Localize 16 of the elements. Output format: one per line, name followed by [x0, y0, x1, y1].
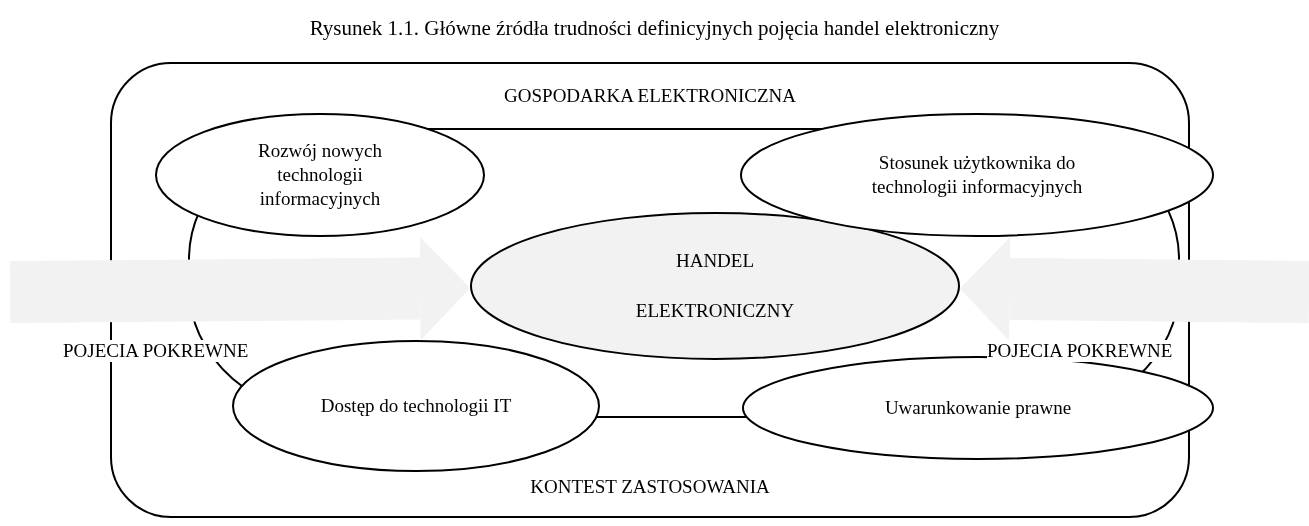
text-label: POJECIA POKREWNE: [63, 340, 249, 362]
node-label: HANDEL ELEKTRONICZNY: [634, 249, 796, 323]
region-label: KONTEST ZASTOSOWANIA: [530, 475, 770, 499]
block-arrow: [959, 237, 1309, 341]
node-label: Rozwój nowych technologii informacyjnych: [257, 139, 383, 211]
figure-title: Rysunek 1.1. Główne źródła trudności definicyjnych pojęcia handel elektroniczny: [308, 15, 1001, 42]
block-arrow: [9, 236, 471, 341]
concept-ellipse: [740, 113, 1214, 237]
node-label: Dostęp do technologii IT: [319, 394, 513, 418]
concept-ellipse: [470, 212, 960, 360]
text-label: POJECIA POKREWNE: [987, 340, 1173, 362]
node-label: Uwarunkowanie prawne: [883, 396, 1073, 420]
node-label: Stosunek użytkownika do technologii informacyjnych: [870, 151, 1084, 199]
concept-ellipse: [155, 113, 485, 237]
concept-ellipse: [742, 356, 1214, 460]
region-label: GOSPODARKA ELEKTRONICZNA: [504, 84, 796, 108]
